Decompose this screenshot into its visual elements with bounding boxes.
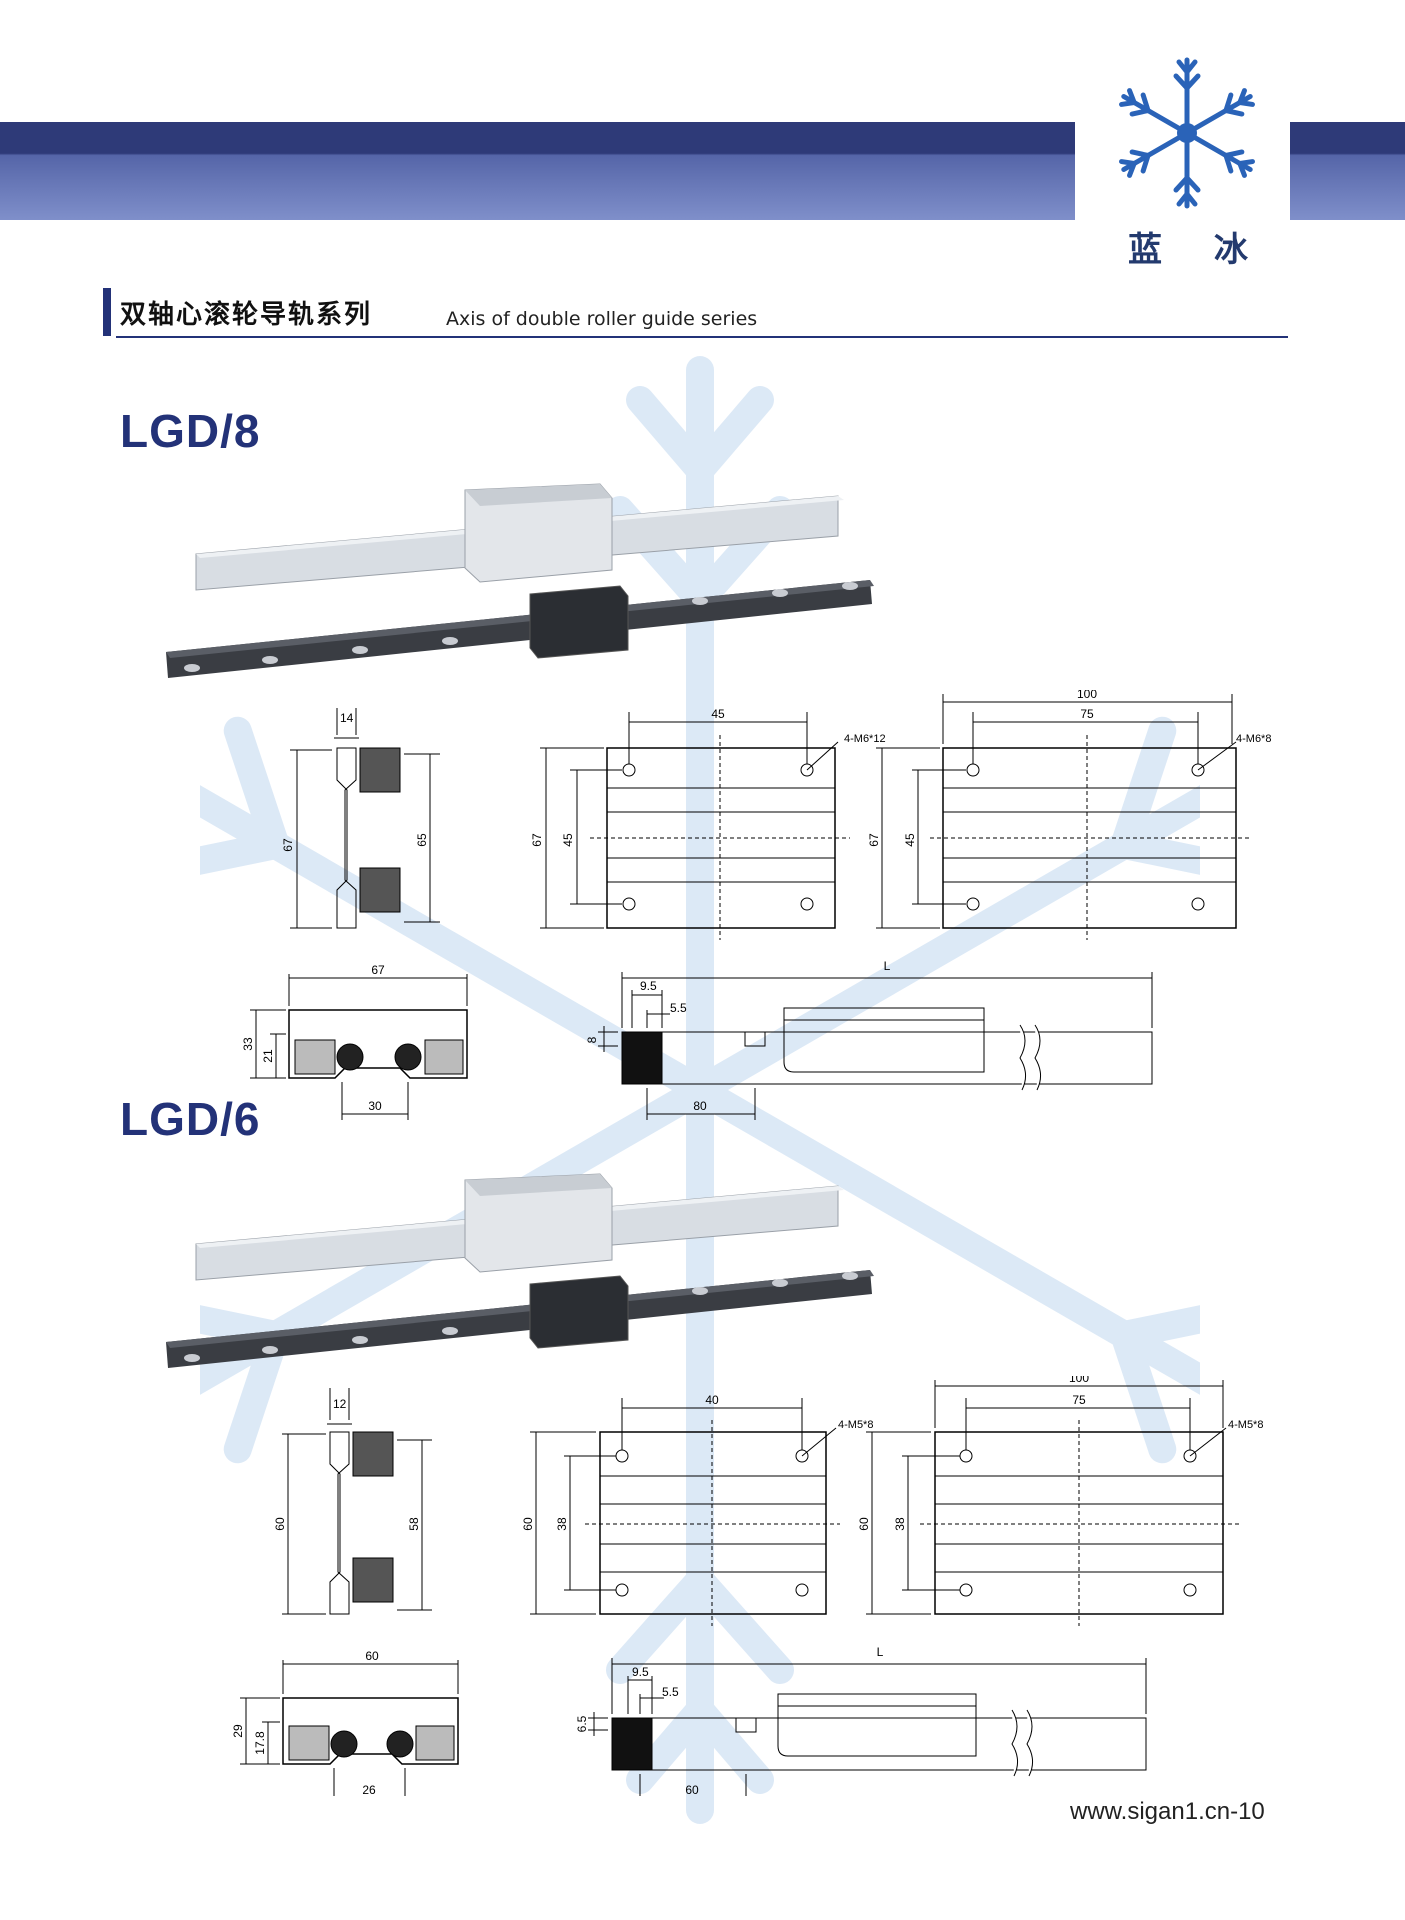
technical-drawings-lgd8: 14 67 65 45 67 45 4-M6*12 100 75 67 45 4… [241, 690, 1271, 1120]
dim-profile-inner: 21 [261, 1049, 275, 1063]
dim-side-width: 14 [340, 711, 354, 725]
dim-plate2-vspan: 38 [893, 1517, 907, 1531]
dim-rail-pitch: 80 [693, 1099, 707, 1113]
product-photo-lgd8 [166, 483, 874, 678]
dim-profile-inner: 17.8 [253, 1731, 267, 1755]
dim-rail-h: 8 [585, 1036, 599, 1043]
dim-profile-base: 26 [362, 1783, 376, 1796]
header-band-right [1290, 122, 1405, 220]
dim-plate1-span: 40 [705, 1393, 719, 1407]
dim-rail-d1: 9.5 [640, 979, 657, 993]
dim-rail-h: 6.5 [575, 1715, 589, 1732]
dim-plate2-vspan: 45 [903, 833, 917, 847]
page-title-cn: 双轴心滚轮导轨系列 [120, 300, 373, 330]
snowflake-icon [1102, 57, 1272, 218]
dim-plate2-width: 100 [1077, 690, 1097, 701]
dim-plate1-vspan: 38 [555, 1517, 569, 1531]
dim-rail-d1: 9.5 [632, 1665, 649, 1679]
title-accent-bar [103, 288, 111, 336]
header-band-left [0, 122, 1075, 220]
dim-side-height: 60 [273, 1517, 287, 1531]
dim-plate1-height: 60 [521, 1517, 535, 1531]
dim-plate2-width: 100 [1069, 1376, 1089, 1385]
dim-side-inner-height: 58 [407, 1517, 421, 1531]
dim-plate1-height: 67 [530, 833, 544, 847]
dim-profile-base: 30 [368, 1099, 382, 1113]
dim-profile-width: 67 [371, 963, 385, 977]
dim-plate1-holes: 4-M6*12 [844, 733, 886, 745]
dim-plate2-holes: 4-M5*8 [1228, 1419, 1263, 1431]
footer-url: www.sigan1.cn-10 [1070, 1798, 1265, 1825]
dim-profile-height: 29 [231, 1724, 245, 1738]
dim-profile-height: 33 [241, 1037, 255, 1051]
dim-side-height: 67 [281, 838, 295, 852]
dim-plate1-vspan: 45 [561, 833, 575, 847]
dim-plate1-span: 45 [711, 707, 725, 721]
technical-drawings-lgd6: 12 60 58 40 60 38 4-M5*8 100 75 60 38 4-… [231, 1376, 1263, 1796]
dim-side-width: 12 [333, 1397, 347, 1411]
dim-rail-pitch: 60 [685, 1783, 699, 1796]
dim-plate2-span: 75 [1072, 1393, 1086, 1407]
dim-profile-width: 60 [365, 1649, 379, 1663]
dim-side-inner-height: 65 [415, 833, 429, 847]
dim-rail-d2: 5.5 [670, 1001, 687, 1015]
dim-plate2-height: 67 [867, 833, 881, 847]
dim-plate2-span: 75 [1080, 707, 1094, 721]
page-title-en: Axis of double roller guide series [446, 308, 758, 330]
brand-name: 蓝 冰 [1128, 230, 1268, 270]
model-label-lgd8: LGD/8 [120, 405, 261, 457]
dim-rail-d2: 5.5 [662, 1685, 679, 1699]
title-rule [116, 336, 1288, 338]
model-label-lgd6: LGD/6 [120, 1093, 261, 1145]
dim-rail-length: L [884, 959, 891, 973]
dim-plate2-height: 60 [857, 1517, 871, 1531]
product-photo-lgd6 [166, 1173, 874, 1368]
dim-plate1-holes: 4-M5*8 [838, 1419, 873, 1431]
dim-plate2-holes: 4-M6*8 [1236, 733, 1271, 745]
dim-rail-length: L [877, 1645, 884, 1659]
